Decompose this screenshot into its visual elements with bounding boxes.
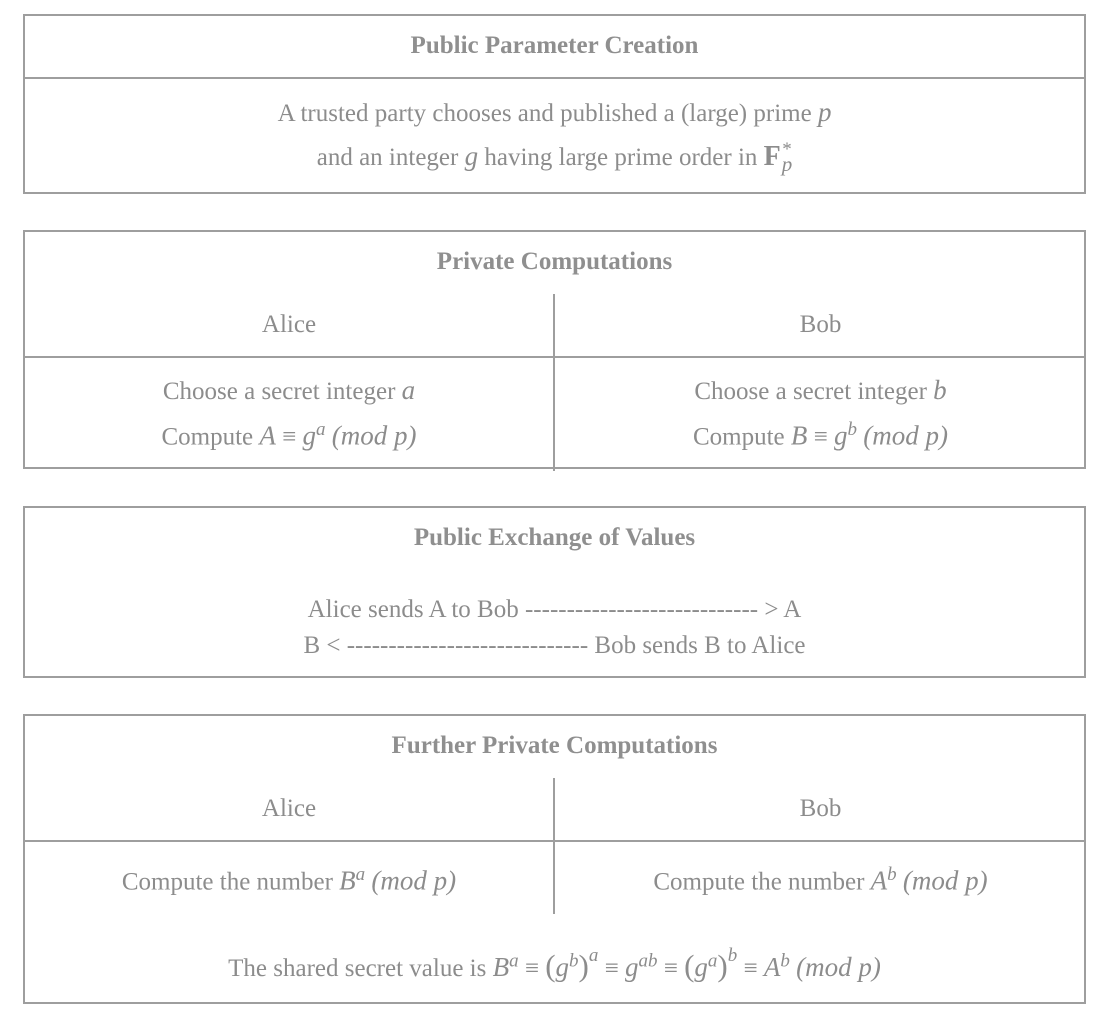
alice-column-head: Alice <box>261 795 317 822</box>
shared-text: The shared secret value is <box>228 955 493 982</box>
bob-column-head: Bob <box>799 311 842 338</box>
section-title: Private Computations <box>436 248 673 275</box>
shared-term-4-inner-exp: a <box>707 950 718 972</box>
alice-compute-text: Compute <box>161 423 260 451</box>
further-computations-section: Further Private Computations Alice Bob C… <box>23 714 1086 1004</box>
shared-term-3-base: g <box>624 952 639 982</box>
generator-var: g <box>464 141 479 171</box>
header-divider <box>25 840 1084 842</box>
equiv-sign: ≡ <box>604 955 619 982</box>
alice-mod: (mod p) <box>331 420 417 451</box>
bob-exp: b <box>847 419 858 440</box>
generator-text-pre: and an integer <box>316 144 465 171</box>
alice-g: g <box>302 420 317 451</box>
exchange-line-1: Alice sends A to Bob -------------------… <box>307 596 802 623</box>
divider <box>25 77 1084 79</box>
private-computations-section: Private Computations Alice Bob Choose a … <box>23 230 1086 471</box>
shared-term-1: B <box>492 952 510 982</box>
bob-number-mod: (mod p) <box>902 865 988 896</box>
shared-term-2-base: g <box>555 952 570 982</box>
shared-term-4-base: g <box>694 952 708 982</box>
generator-line: and an integer g having large prime orde… <box>25 139 1084 177</box>
shared-secret-line: The shared secret value is Ba ≡ (gb)a ≡ … <box>228 944 881 983</box>
equiv-sign: ≡ <box>524 955 539 982</box>
alice-number-text: Compute the number <box>121 868 340 896</box>
bob-column-head: Bob <box>799 795 842 822</box>
alice-compute-line: Compute A ≡ ga (mod p) <box>161 419 417 451</box>
alice-B: B <box>339 865 356 896</box>
bob-A: A <box>870 865 888 896</box>
column-divider <box>553 294 555 471</box>
alice-secret-var: a <box>401 375 416 405</box>
alice-secret-text: Choose a secret integer <box>162 378 402 405</box>
prime-text: A trusted party chooses and published a … <box>277 100 818 127</box>
field-sup: * <box>782 139 792 161</box>
bob-mod: (mod p) <box>863 420 948 451</box>
section-title: Public Exchange of Values <box>413 524 696 551</box>
shared-term-4-outer-exp: b <box>727 944 738 966</box>
shared-term-3-exp: ab <box>638 950 658 972</box>
equiv-sign: ≡ <box>743 955 758 982</box>
header-divider <box>25 356 1084 358</box>
generator-text-post: having large prime order in <box>478 144 764 171</box>
shared-term-2-inner-exp: b <box>569 950 579 972</box>
shared-mod: (mod p) <box>796 952 881 982</box>
bob-g: g <box>834 420 848 451</box>
bob-B: B <box>790 420 808 451</box>
shared-term-5-base: A <box>763 952 781 982</box>
field-symbol: F <box>763 141 781 172</box>
bob-secret-text: Choose a secret integer <box>694 378 934 405</box>
prime-var: p <box>817 97 832 127</box>
alice-B-exp: a <box>355 864 366 885</box>
bob-number-line: Compute the number Ab (mod p) <box>555 864 1086 896</box>
bob-secret-var: b <box>933 375 947 405</box>
bob-compute-text: Compute <box>692 423 791 451</box>
alice-A: A <box>259 420 276 451</box>
public-exchange-section: Public Exchange of Values Alice sends A … <box>23 506 1086 678</box>
shared-term-5-exp: b <box>780 950 790 972</box>
bob-number-text: Compute the number <box>653 868 871 896</box>
exchange-line-2: B < ----------------------------- Bob se… <box>303 632 806 659</box>
field-sub: p <box>781 152 793 177</box>
alice-number-line: Compute the number Ba (mod p) <box>25 864 553 896</box>
column-divider <box>553 778 555 914</box>
alice-secret-line: Choose a secret integer a <box>25 375 553 406</box>
alice-number-mod: (mod p) <box>371 865 457 896</box>
section-title: Public Parameter Creation <box>410 32 699 59</box>
alice-column-head: Alice <box>261 311 317 338</box>
alice-exp: a <box>316 419 326 440</box>
bob-secret-line: Choose a secret integer b <box>555 375 1086 406</box>
section-title: Further Private Computations <box>391 732 718 759</box>
shared-term-2-outer-exp: a <box>588 944 599 966</box>
bob-A-exp: b <box>887 864 897 885</box>
equiv-sign: ≡ <box>663 955 678 982</box>
prime-line: A trusted party chooses and published a … <box>25 97 1084 128</box>
bob-compute-line: Compute B ≡ gb (mod p) <box>692 419 948 451</box>
public-parameter-section: Public Parameter Creation A trusted part… <box>23 14 1086 194</box>
shared-term-1-exp: a <box>509 950 519 972</box>
